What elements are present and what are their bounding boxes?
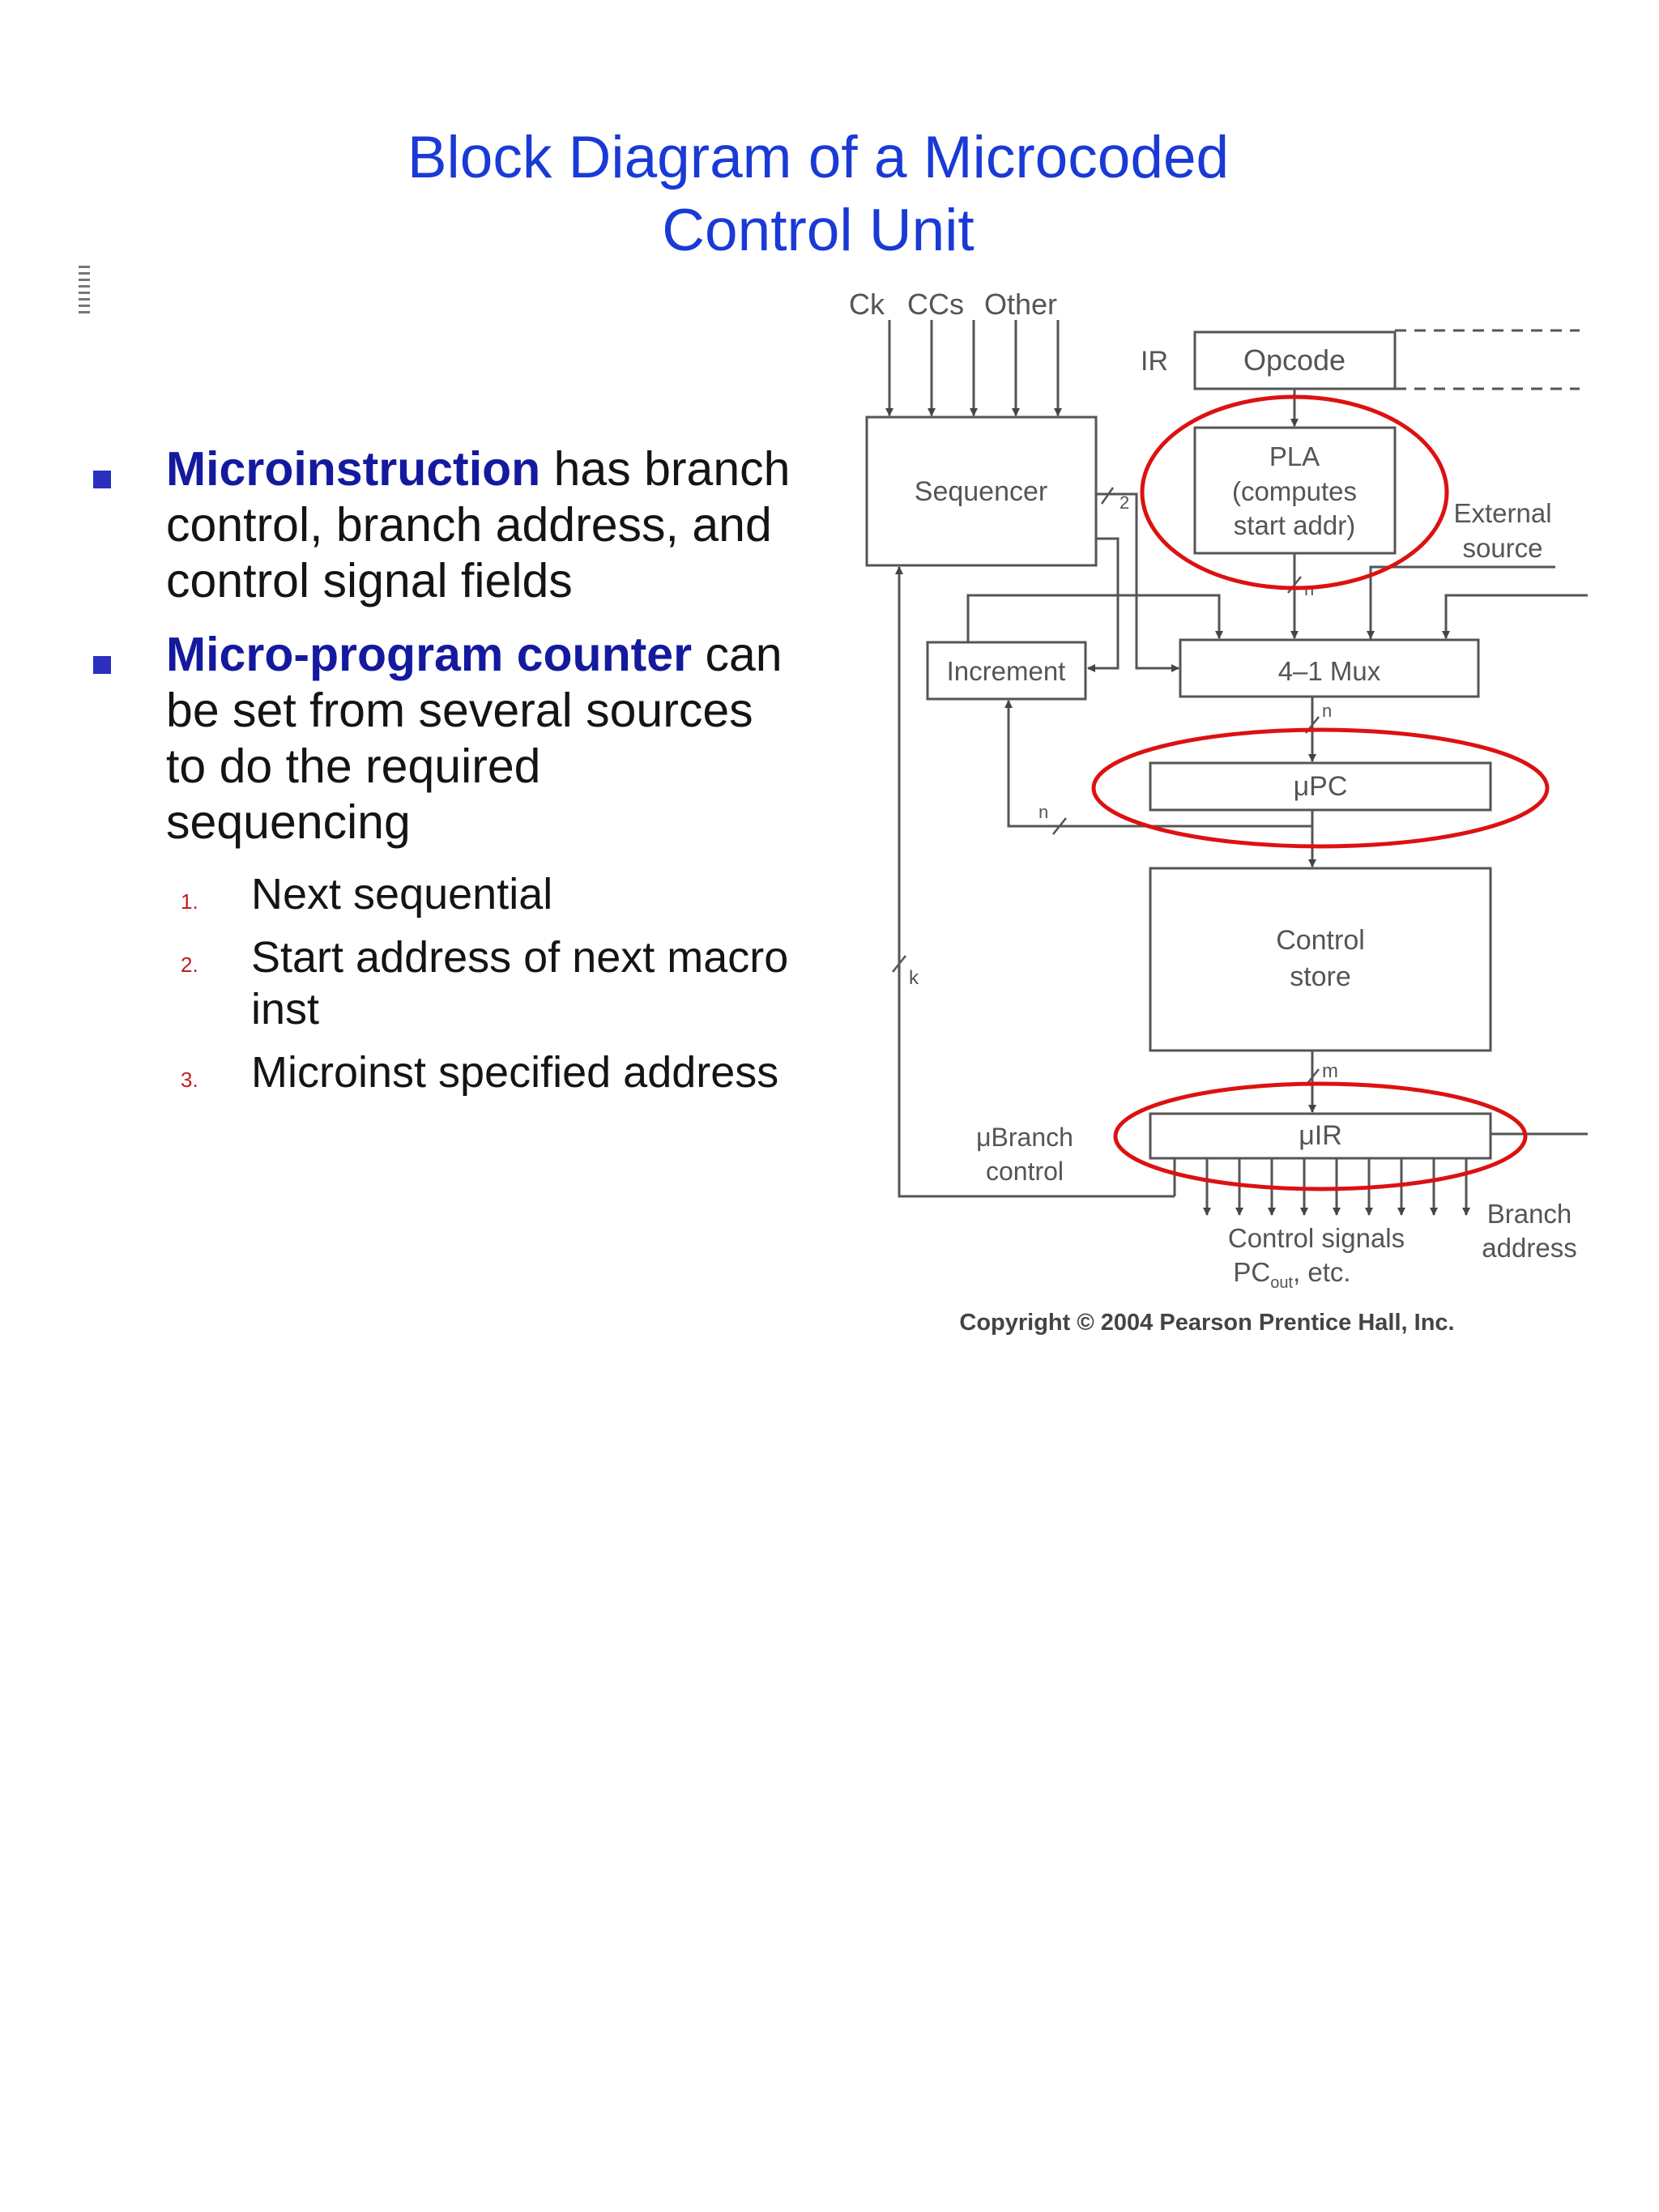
uir-box: [1149, 1112, 1492, 1160]
branch-address-label-line-1: Branch: [1487, 1199, 1572, 1229]
diagram-labels: Ck CCs Other IR Opcode Sequencer PLA (co…: [849, 292, 1577, 1336]
opcode-label: Opcode: [1243, 343, 1346, 377]
mux-label: 4–1 Mux: [1278, 656, 1381, 686]
control-store-box: [1149, 867, 1492, 1052]
diagram-svg: Ck CCs Other IR Opcode Sequencer PLA (co…: [849, 292, 1588, 1336]
bullet-square-icon: [93, 471, 111, 488]
ck-label: Ck: [849, 292, 885, 321]
bullet-square-icon: [93, 656, 111, 674]
ccs-label: CCs: [907, 292, 964, 321]
diagram-blocks: [865, 330, 1492, 1160]
mux-box: [1179, 638, 1480, 698]
uir-highlight-ellipse: [1113, 1081, 1528, 1191]
control-store-width-label: m: [1322, 1060, 1338, 1082]
page-title: Block Diagram of a Microcoded Control Un…: [308, 121, 1328, 267]
other-label: Other: [984, 292, 1057, 321]
upc-label: μPC: [1294, 771, 1348, 802]
sub-item-3: 3. Microinst specified address: [85, 1046, 798, 1098]
pla-label-line-3: start addr): [1234, 510, 1355, 540]
external-source-label-line-1: External: [1453, 498, 1551, 528]
ubranch-label-line-1: μBranch: [976, 1123, 1073, 1152]
title-line-1: Block Diagram of a Microcoded: [407, 125, 1230, 190]
sequencer-width-label: 2: [1120, 492, 1129, 513]
sub-item-number: 2.: [181, 953, 198, 977]
sub-item-text: Next sequential: [251, 870, 553, 918]
control-unit-diagram: Ck CCs Other IR Opcode Sequencer PLA (co…: [826, 292, 1588, 1361]
bus-width-slashes: [892, 487, 1320, 1086]
uir-label: μIR: [1299, 1120, 1342, 1151]
sequencer-feedback-width-label: k: [909, 967, 919, 989]
bullet-list: Microinstruction has branch control, bra…: [85, 441, 798, 1110]
external-source-label-line-2: source: [1462, 533, 1542, 563]
bullet-item-microinstruction: Microinstruction has branch control, bra…: [85, 441, 798, 609]
sub-item-1: 1. Next sequential: [85, 868, 798, 920]
upc-highlight-ellipse: [1091, 727, 1550, 849]
etc-text: , etc.: [1293, 1257, 1351, 1287]
bullet-keyword: Microinstruction: [166, 442, 541, 496]
sub-item-text: Microinst specified address: [251, 1048, 779, 1097]
copyright-notice: Copyright © 2004 Pearson Prentice Hall, …: [959, 1310, 1454, 1336]
feedback-width-label: n: [1038, 802, 1048, 822]
sub-item-2: 2. Start address of next macro inst: [85, 931, 798, 1035]
ubranch-label-line-2: control: [986, 1157, 1064, 1186]
margin-mark: [79, 266, 90, 314]
ir-label: IR: [1141, 346, 1168, 377]
sequencer-label: Sequencer: [915, 476, 1047, 507]
control-store-label-line-2: store: [1290, 961, 1351, 992]
branch-address-label-line-2: address: [1482, 1233, 1576, 1263]
bullet-item-micro-program-counter: Micro-program counter can be set from se…: [85, 627, 798, 850]
title-line-2: Control Unit: [662, 198, 975, 263]
pla-highlight-ellipse: [1140, 394, 1449, 590]
pc-text: PC: [1233, 1257, 1270, 1287]
highlight-ellipses: [1091, 394, 1550, 1191]
bullet-keyword: Micro-program counter: [166, 628, 693, 681]
sub-item-text: Start address of next macro inst: [251, 933, 789, 1034]
ir-dashed-lines: [1395, 329, 1580, 390]
bullet-body: has branch control, branch address, and …: [166, 442, 791, 607]
mux-width-label: n: [1322, 701, 1332, 721]
sequencer-box: [865, 416, 1098, 567]
pla-label-line-1: PLA: [1269, 441, 1320, 471]
diagram-wires: [885, 320, 1588, 1216]
increment-label: Increment: [947, 656, 1066, 686]
pla-label-line-2: (computes: [1232, 476, 1357, 506]
sub-item-number: 3.: [181, 1068, 198, 1092]
control-signals-label-line-2: PCout, etc.: [1233, 1257, 1350, 1292]
bullet-text: Micro-program counter can be set from se…: [166, 627, 798, 850]
upc-box: [1149, 761, 1492, 812]
control-signals-label-line-1: Control signals: [1228, 1223, 1405, 1253]
bullet-text: Microinstruction has branch control, bra…: [166, 441, 798, 609]
control-store-label-line-1: Control: [1276, 925, 1365, 956]
increment-box: [926, 641, 1087, 701]
bullet-body: can be set from several sources to do th…: [166, 628, 783, 849]
pc-subscript: out: [1270, 1274, 1293, 1292]
sub-item-number: 1.: [181, 889, 198, 914]
